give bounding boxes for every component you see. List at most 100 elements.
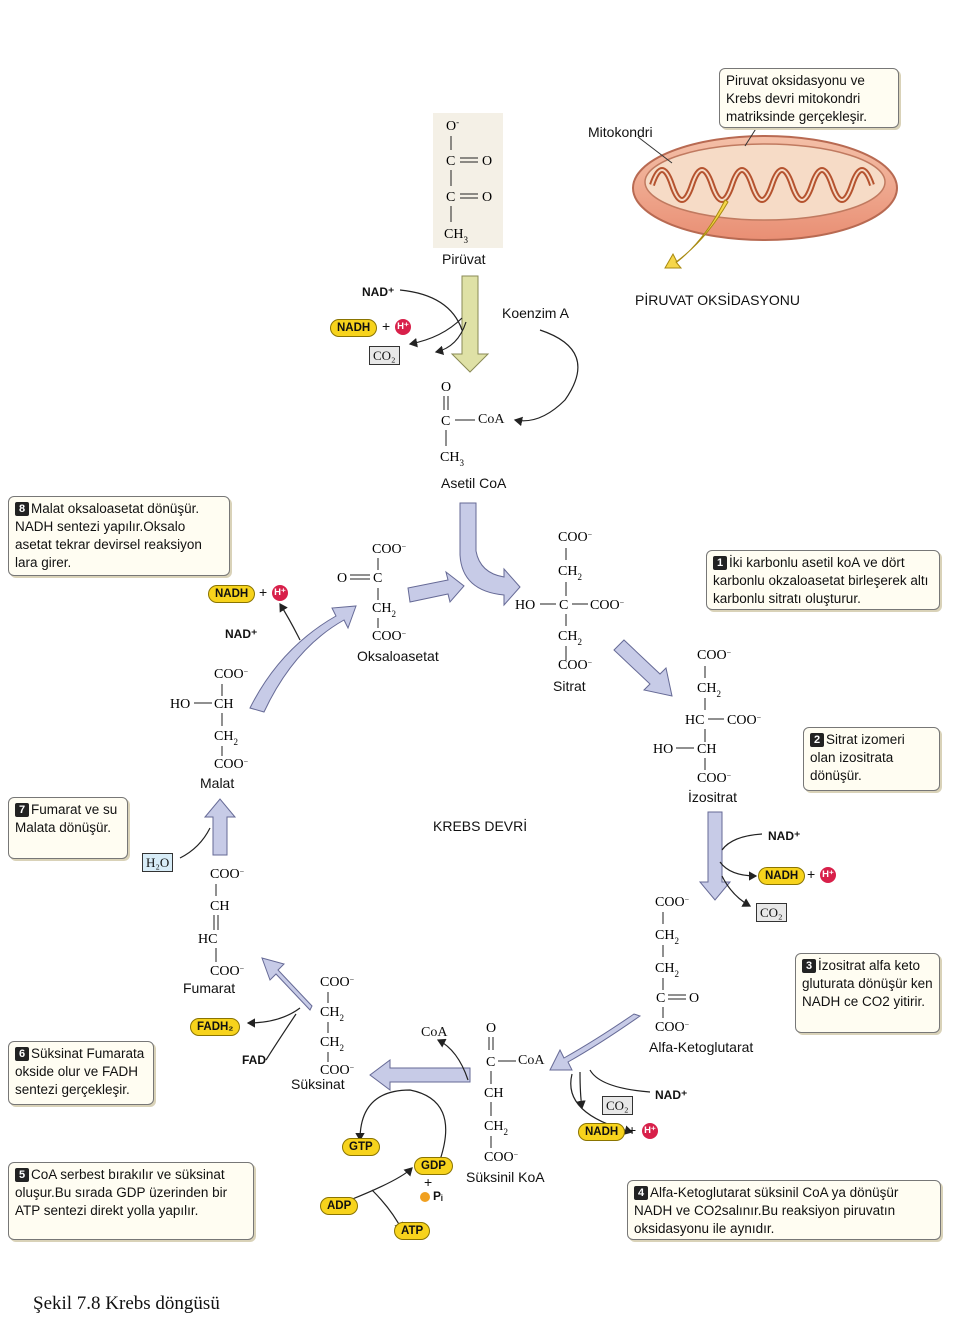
step-4-number: 4 [634, 1186, 648, 1200]
nad-plus-label: NAD⁺ [225, 627, 258, 641]
acetyl-coa-coa-label: CoA [478, 412, 505, 427]
svg-text:O: O [689, 991, 699, 1006]
svg-text:HC: HC [685, 713, 704, 728]
svg-text:COO−: COO− [372, 629, 407, 645]
svg-text:CH2: CH2 [697, 681, 721, 699]
svg-text:CH: CH [214, 697, 233, 712]
svg-text:COO−: COO− [655, 895, 690, 911]
svg-text:COO−: COO− [590, 598, 625, 614]
isocitrate-to-alphaketo-arrow [698, 811, 732, 901]
svg-text:CH2: CH2 [320, 1005, 344, 1023]
h-plus-badge: H⁺ [820, 867, 836, 883]
alphaketo-to-succinylcoa-arrow [549, 1013, 642, 1071]
svg-text:CH2: CH2 [484, 1119, 508, 1137]
svg-text:O: O [337, 571, 347, 586]
svg-text:COO−: COO− [214, 667, 249, 683]
svg-text:C: C [559, 598, 568, 613]
h-plus-badge: H⁺ [395, 319, 411, 335]
nad-plus-label: NAD⁺ [362, 285, 395, 299]
svg-text:COO−: COO− [214, 757, 249, 773]
step-5-number: 5 [15, 1168, 29, 1182]
nadh-badge: NADH [208, 585, 256, 603]
mitochondria-note: Piruvat oksidasyonu ve Krebs devri mitok… [719, 68, 899, 128]
svg-text:CH: CH [484, 1086, 503, 1101]
svg-text:COO−: COO− [210, 964, 245, 980]
acetyl-coa-label: Asetil CoA [441, 475, 507, 491]
succinyl-coa-structure: O C CH CH2 COO− [484, 1021, 519, 1165]
step-1-text: İki karbonlu asetil koA ve dört karbonlu… [713, 555, 929, 606]
adp-badge: ADP [320, 1197, 359, 1215]
gtp-badge: GTP [342, 1138, 380, 1156]
plus-sign: + [424, 1174, 433, 1190]
phosphate-icon [420, 1192, 430, 1202]
malate-to-oxaloacetate-arrow [249, 605, 357, 713]
plus-sign: + [382, 318, 391, 334]
plus-sign: + [628, 1122, 637, 1138]
svg-text:CH2: CH2 [214, 729, 238, 747]
figure-caption: Şekil 7.8 Krebs döngüsü [33, 1293, 220, 1314]
svg-text:CH2: CH2 [655, 928, 679, 946]
svg-text:COO−: COO− [320, 975, 355, 991]
svg-text:CH2: CH2 [372, 601, 396, 619]
svg-text:COO−: COO− [210, 867, 245, 883]
mitochondria-label: Mitokondri [588, 124, 653, 140]
step-7-text: Fumarat ve su Malata dönüşür. [15, 802, 118, 835]
svg-text:COO−: COO− [697, 771, 732, 787]
malate-structure: COO− HO CH CH2 COO− [170, 667, 249, 773]
citrate-to-isocitrate-arrow [613, 639, 673, 697]
succinate-to-fumarate-arrow [261, 957, 313, 1011]
isocitrate-label: İzositrat [688, 789, 738, 805]
step-2-text: Sitrat izomeri olan izositrata dönüşür. [810, 732, 905, 783]
h-plus-badge: H⁺ [642, 1123, 658, 1139]
oxaloacetate-to-citrate-arrow [407, 570, 465, 604]
mitochondrion-illustration [632, 126, 898, 269]
coenzyme-a-label: Koenzim A [502, 305, 569, 321]
svg-text:C: C [373, 571, 382, 586]
nadh-badge: NADH [330, 319, 378, 337]
svg-text:CH2: CH2 [558, 629, 582, 647]
svg-text:C: C [656, 991, 665, 1006]
svg-text:C: C [486, 1055, 495, 1070]
svg-text:COO−: COO− [727, 713, 762, 729]
svg-text:COO−: COO− [558, 658, 593, 674]
nad-plus-label: NAD⁺ [768, 829, 801, 843]
svg-text:O: O [482, 154, 492, 169]
plus-sign: + [259, 584, 268, 600]
step-4-text: Alfa-Ketoglutarat süksinil CoA ya dönüşü… [634, 1185, 899, 1236]
step-1-number: 1 [713, 556, 727, 570]
svg-text:CH3: CH3 [444, 227, 468, 245]
co2-badge: CO₂ [602, 1096, 633, 1115]
step-3-text: İzositrat alfa keto gluturata dönüşür ke… [802, 958, 933, 1009]
svg-text:C: C [446, 154, 455, 169]
krebs-cycle-title: KREBS DEVRİ [433, 818, 528, 834]
step-6-number: 6 [15, 1047, 29, 1061]
step-2-number: 2 [810, 733, 824, 747]
h2o-badge: H₂O [142, 853, 174, 872]
isocitrate-structure: COO− CH2 HC COO− HO CH COO− [653, 648, 762, 787]
succinyl-coa-label: Süksinil KoA [466, 1169, 545, 1185]
nad-plus-label: NAD⁺ [655, 1088, 688, 1102]
pyruvate-label: Pirüvat [442, 251, 486, 267]
alpha-ketoglutarate-label: Alfa-Ketoglutarat [649, 1039, 754, 1055]
svg-text:CH3: CH3 [440, 450, 464, 468]
svg-text:CH: CH [697, 742, 716, 757]
svg-text:C: C [441, 414, 450, 429]
svg-text:C: C [446, 190, 455, 205]
pi-label: Pᵢ [433, 1189, 443, 1203]
svg-text:COO−: COO− [558, 530, 593, 546]
step-6-text: Süksinat Fumarata okside olur ve FADH se… [15, 1046, 145, 1097]
gdp-badge: GDP [414, 1157, 453, 1175]
step-7-number: 7 [15, 803, 29, 817]
succinylcoa-to-succinate-arrow [369, 1059, 471, 1091]
svg-text:HC: HC [198, 932, 217, 947]
svg-text:CH2: CH2 [558, 564, 582, 582]
